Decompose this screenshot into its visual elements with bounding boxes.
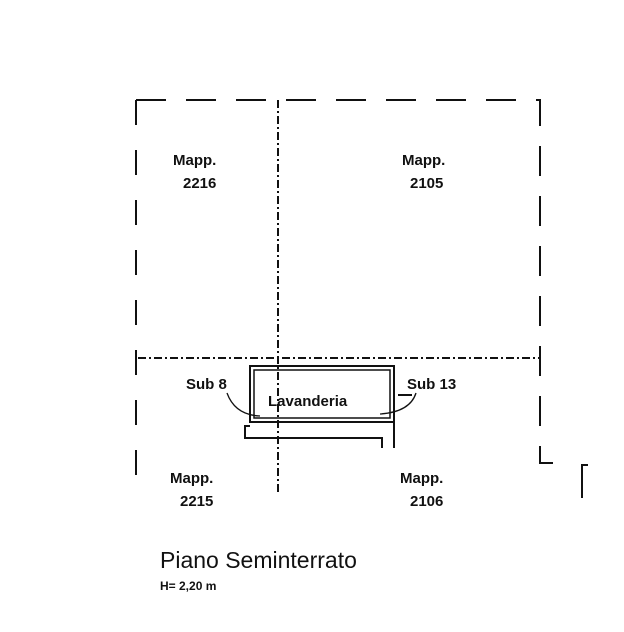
sub-13-label: Sub 13: [407, 376, 456, 393]
sub-8-label: Sub 8: [186, 376, 227, 393]
parcel-2105-label: Mapp.: [402, 152, 445, 169]
sub13-leader: [379, 392, 417, 415]
parcel-2215-number: 2215: [180, 493, 213, 510]
parcel-2216-label: Mapp.: [173, 152, 216, 169]
parcel-2105-number: 2105: [410, 175, 443, 192]
right-wall: [393, 366, 412, 448]
plan-title: Piano Seminterrato: [160, 547, 357, 573]
sub8-leader: [226, 392, 261, 417]
parcel-2106-number: 2106: [410, 493, 443, 510]
lower-wall: [244, 425, 383, 448]
height-note: H= 2,20 m: [160, 579, 216, 593]
parcel-boundary-dashed: [136, 99, 565, 464]
parcel-2106-label: Mapp.: [400, 470, 443, 487]
parcel-2216-number: 2216: [183, 175, 216, 192]
room-label: Lavanderia: [268, 393, 348, 410]
parcel-boundary-fragment: [581, 464, 588, 498]
laundry-inner-wall: [253, 369, 391, 419]
parcel-2215-label: Mapp.: [170, 470, 213, 487]
